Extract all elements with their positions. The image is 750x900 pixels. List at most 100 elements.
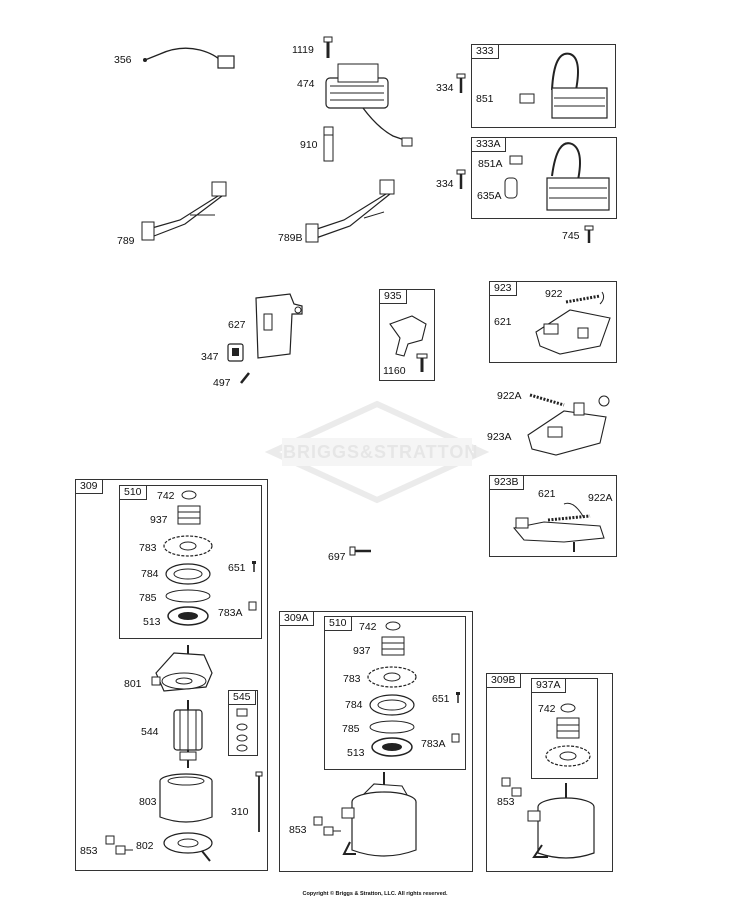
ignition-coil-333-drawing bbox=[519, 52, 608, 119]
screw-334-a-drawing bbox=[456, 73, 466, 93]
callout-627: 627 bbox=[228, 319, 246, 331]
callout-309-803: 803 bbox=[139, 796, 157, 808]
callout-922: 922 bbox=[545, 288, 563, 300]
box-309B-label: 309B bbox=[487, 674, 521, 688]
end-cap-801-drawing bbox=[151, 645, 213, 692]
box-510-b-label: 510 bbox=[325, 617, 352, 631]
callout-309-783: 783 bbox=[139, 542, 157, 554]
callout-309-801: 801 bbox=[124, 678, 142, 690]
armature-544-drawing bbox=[173, 700, 203, 768]
callout-474: 474 bbox=[297, 78, 315, 90]
governor-923A-drawing bbox=[527, 393, 610, 456]
callout-789B: 789B bbox=[278, 232, 303, 244]
brush-kit-545-drawing bbox=[236, 708, 248, 752]
box-937A-label: 937A bbox=[532, 679, 566, 693]
callout-621-b: 621 bbox=[538, 488, 556, 500]
callout-334-a: 334 bbox=[436, 82, 454, 94]
cap-783A-a-drawing bbox=[248, 601, 257, 611]
box-935-label: 935 bbox=[380, 290, 407, 304]
callout-309-785: 785 bbox=[139, 592, 157, 604]
box-923B: 923B bbox=[489, 475, 617, 557]
callout-697: 697 bbox=[328, 551, 346, 563]
box-935: 935 bbox=[379, 289, 435, 381]
callout-309A-853: 853 bbox=[289, 824, 307, 836]
brand-watermark-logo bbox=[264, 400, 490, 504]
callout-910: 910 bbox=[300, 139, 318, 151]
connector-853-b-drawing bbox=[313, 816, 341, 836]
ignition-coil-333A-drawing bbox=[504, 142, 610, 211]
connector-853-c-drawing bbox=[501, 777, 522, 797]
wire-356-drawing bbox=[143, 47, 235, 69]
callout-1119: 1119 bbox=[292, 44, 314, 56]
callout-851: 851 bbox=[476, 93, 494, 105]
callout-923A: 923A bbox=[487, 431, 512, 443]
callout-309B-742: 742 bbox=[538, 703, 556, 715]
pin-651-a-drawing bbox=[252, 561, 256, 572]
callout-309-937: 937 bbox=[150, 514, 168, 526]
callout-356: 356 bbox=[114, 54, 132, 66]
screw-697-drawing bbox=[349, 546, 371, 556]
end-plate-802-drawing bbox=[163, 832, 213, 862]
box-510-b: 510 bbox=[324, 616, 466, 770]
box-333-label: 333 bbox=[472, 45, 499, 59]
bracket-627-drawing bbox=[255, 293, 303, 359]
governor-923-drawing bbox=[535, 291, 611, 355]
callout-635A: 635A bbox=[477, 190, 502, 202]
through-bolt-310-drawing bbox=[255, 771, 263, 832]
callout-347: 347 bbox=[201, 351, 219, 363]
callout-497: 497 bbox=[213, 377, 231, 389]
callout-789: 789 bbox=[117, 235, 135, 247]
box-923B-label: 923B bbox=[490, 476, 524, 490]
box-510-a: 510 bbox=[119, 485, 262, 639]
callout-309-783A: 783A bbox=[218, 607, 243, 619]
callout-309A-783A: 783A bbox=[421, 738, 446, 750]
bolt-1119-drawing bbox=[323, 36, 333, 58]
box-333: 333 bbox=[471, 44, 616, 128]
watermark-brand: BRIGGS&STRATTON bbox=[283, 442, 479, 462]
box-333A-label: 333A bbox=[472, 138, 506, 152]
screw-745-drawing bbox=[584, 225, 594, 243]
box-333A: 333A bbox=[471, 137, 617, 219]
callout-851A: 851A bbox=[478, 158, 503, 170]
box-309B: 309B bbox=[486, 673, 613, 872]
callout-309B-853: 853 bbox=[497, 796, 515, 808]
callout-922A: 922A bbox=[497, 390, 522, 402]
callout-309-742: 742 bbox=[157, 490, 175, 502]
box-545: 545 bbox=[228, 690, 258, 756]
callout-309A-783: 783 bbox=[343, 673, 361, 685]
drive-gear-stack-309-drawing bbox=[163, 490, 213, 626]
box-309: 309 bbox=[75, 479, 268, 871]
alternator-474-drawing bbox=[325, 63, 413, 147]
starter-motor-309B-drawing bbox=[527, 783, 595, 859]
connector-853-a-drawing bbox=[105, 835, 133, 855]
harness-789-drawing bbox=[141, 181, 227, 241]
callout-745: 745 bbox=[562, 230, 580, 242]
motor-housing-803-drawing bbox=[159, 773, 213, 823]
callout-309-784: 784 bbox=[141, 568, 159, 580]
drive-gear-stack-309A-drawing bbox=[367, 621, 417, 757]
callout-309A-784: 784 bbox=[345, 699, 363, 711]
box-309-label: 309 bbox=[76, 480, 103, 494]
box-937A: 937A bbox=[531, 678, 598, 779]
spacer-910-drawing bbox=[323, 126, 334, 162]
bracket-935-drawing bbox=[389, 315, 428, 372]
callout-309-513: 513 bbox=[143, 616, 161, 628]
callout-309-651: 651 bbox=[228, 562, 246, 574]
callout-309A-742: 742 bbox=[359, 621, 377, 633]
box-309A: 309A bbox=[279, 611, 473, 872]
pin-651-b-drawing bbox=[456, 692, 460, 703]
callout-309-544: 544 bbox=[141, 726, 159, 738]
box-510-a-label: 510 bbox=[120, 486, 147, 500]
callout-922A-b: 922A bbox=[588, 492, 613, 504]
callout-309A-513: 513 bbox=[347, 747, 365, 759]
drive-gear-309B-drawing bbox=[545, 703, 591, 767]
terminal-347-drawing bbox=[227, 343, 244, 362]
callout-309A-651: 651 bbox=[432, 693, 450, 705]
callout-309A-785: 785 bbox=[342, 723, 360, 735]
box-545-label: 545 bbox=[229, 691, 256, 705]
harness-789B-drawing bbox=[305, 179, 395, 243]
box-923-label: 923 bbox=[490, 282, 517, 296]
screw-497-drawing bbox=[240, 372, 250, 384]
callout-309-802: 802 bbox=[136, 840, 154, 852]
